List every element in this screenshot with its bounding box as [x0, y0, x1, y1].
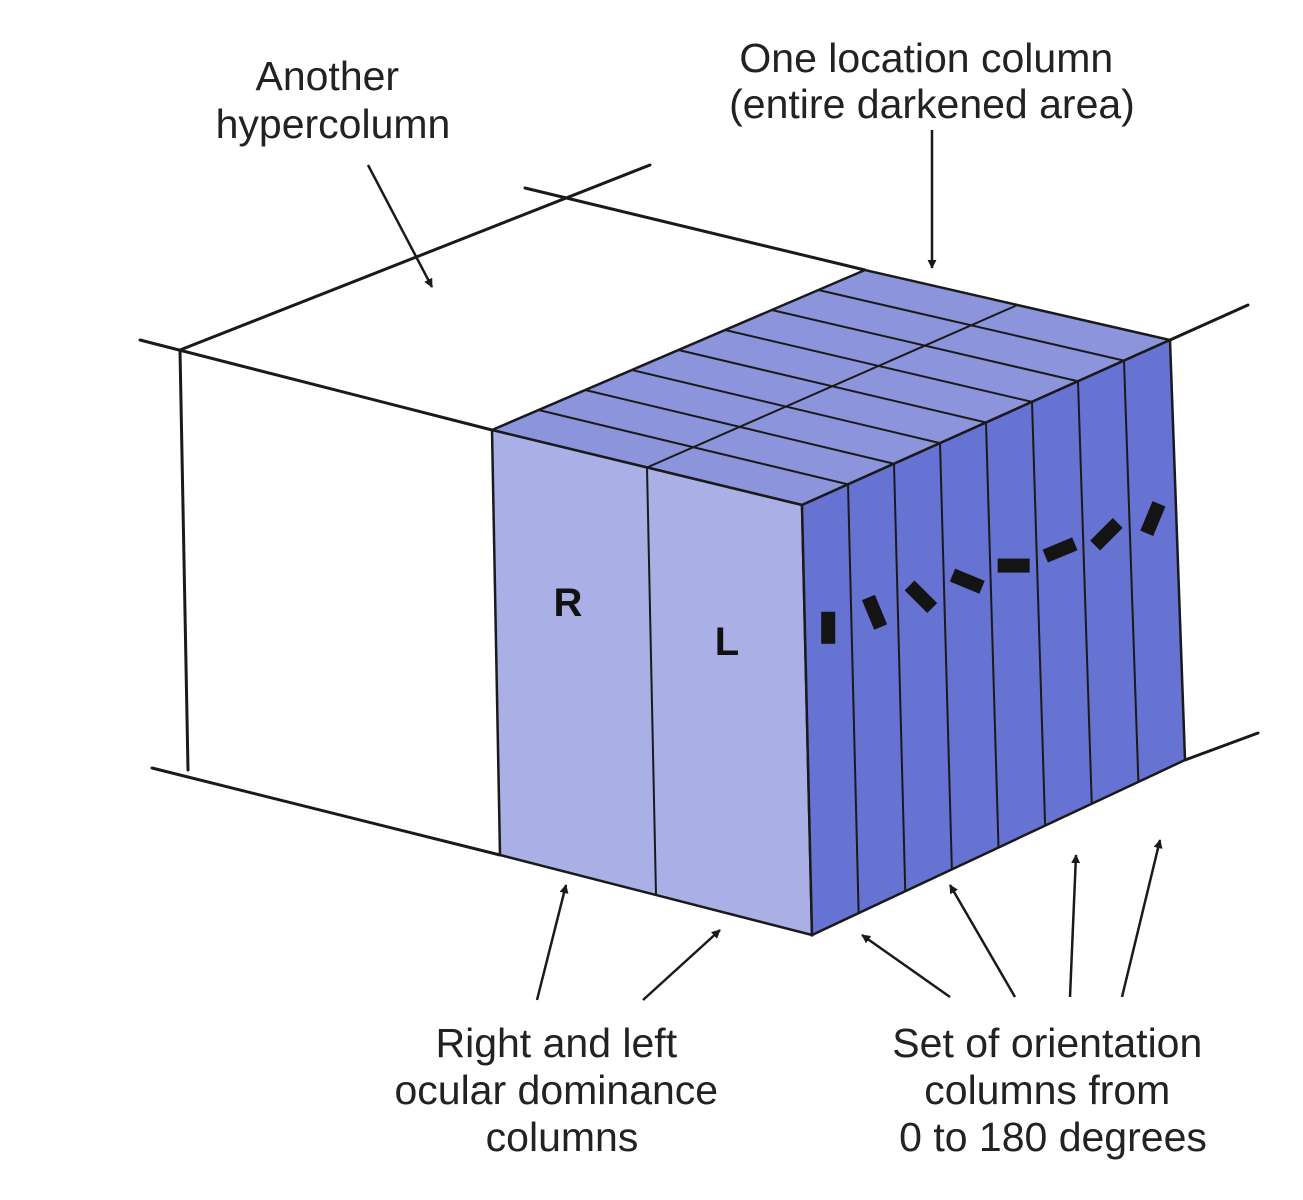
another-hypercolumn-box	[138, 163, 867, 857]
orientation-bar-0-deg	[821, 611, 836, 644]
another-hypercolumn-label-line2: hypercolumn	[216, 101, 451, 147]
orientation-column-divider	[1077, 381, 1093, 804]
orientation-set-label: Set of orientation columns from 0 to 180…	[892, 1020, 1213, 1160]
ocular-divider	[646, 466, 657, 896]
right-top-extension	[1168, 303, 1250, 342]
right-bottom-extension	[1183, 731, 1260, 762]
orientation-column-divider	[1123, 360, 1140, 782]
orientation-set-label-line3: 0 to 180 degrees	[899, 1114, 1207, 1160]
orientation-column-divider	[1031, 401, 1047, 826]
orientation-column-divider	[847, 484, 860, 914]
location-column-label-line2: (entire darkened area)	[729, 81, 1135, 127]
another-hypercolumn-label-line1: Another	[255, 53, 399, 99]
orientation-bar-67.5-deg	[949, 568, 985, 594]
location-column-label-line1: One location column	[739, 35, 1113, 81]
box-top-back-edge-right	[523, 186, 867, 272]
location-column-label: One location column (entire darkened are…	[729, 35, 1135, 127]
orientation-column-divider	[893, 463, 907, 892]
left-eye-letter: L	[715, 620, 739, 664]
pointer-arrows	[366, 130, 1163, 1001]
ocular-dominance-label-line3: columns	[486, 1114, 639, 1160]
ocular-right-arrow	[535, 884, 569, 1001]
orientation-arrow-2	[948, 884, 1017, 998]
ocular-dominance-label: Right and left ocular dominance columns	[394, 1020, 729, 1160]
box-top-left-edge	[138, 338, 494, 432]
orientation-column-dividers	[847, 360, 1140, 914]
right-eye-letter: R	[554, 581, 583, 625]
orientation-arrow-4	[1120, 839, 1163, 998]
orientation-arrow-1	[861, 933, 951, 999]
top-orientation-divider	[678, 349, 987, 424]
orientation-bar-112.5-deg	[1042, 537, 1078, 563]
orientation-set-label-line2: columns from	[924, 1067, 1170, 1113]
ocular-dominance-label-line2: ocular dominance	[394, 1067, 718, 1113]
top-face-grid	[538, 289, 1125, 486]
top-orientation-divider	[538, 409, 849, 486]
top-orientation-divider	[631, 369, 941, 445]
box-bottom-edge	[150, 766, 502, 857]
another-hypercolumn-arrow	[366, 164, 434, 288]
orientation-column-divider	[939, 443, 953, 870]
orientation-bar-135-deg	[1090, 517, 1123, 551]
orientation-set-label-line1: Set of orientation	[892, 1020, 1202, 1066]
another-hypercolumn-label: Another hypercolumn	[216, 53, 451, 147]
box-front-vertical-edge	[178, 348, 190, 772]
top-orientation-divider	[585, 389, 895, 465]
orientation-arrow-3	[1068, 854, 1081, 998]
top-orientation-divider	[771, 309, 1079, 383]
top-orientation-divider	[724, 329, 1033, 403]
orientation-bar-90-deg	[997, 558, 1030, 573]
orientation-bars	[821, 501, 1166, 644]
ocular-left-arrow	[642, 929, 721, 1001]
location-column: R L	[488, 268, 1260, 937]
top-orientation-divider	[818, 289, 1125, 362]
ocular-dominance-label-line1: Right and left	[435, 1020, 677, 1066]
orientation-bar-45-deg	[904, 580, 938, 614]
orientation-bar-22.5-deg	[861, 594, 888, 630]
box-top-back-edge	[178, 163, 652, 352]
orientation-bar-157.5-deg	[1140, 501, 1166, 537]
orientation-column-divider	[985, 422, 1000, 848]
